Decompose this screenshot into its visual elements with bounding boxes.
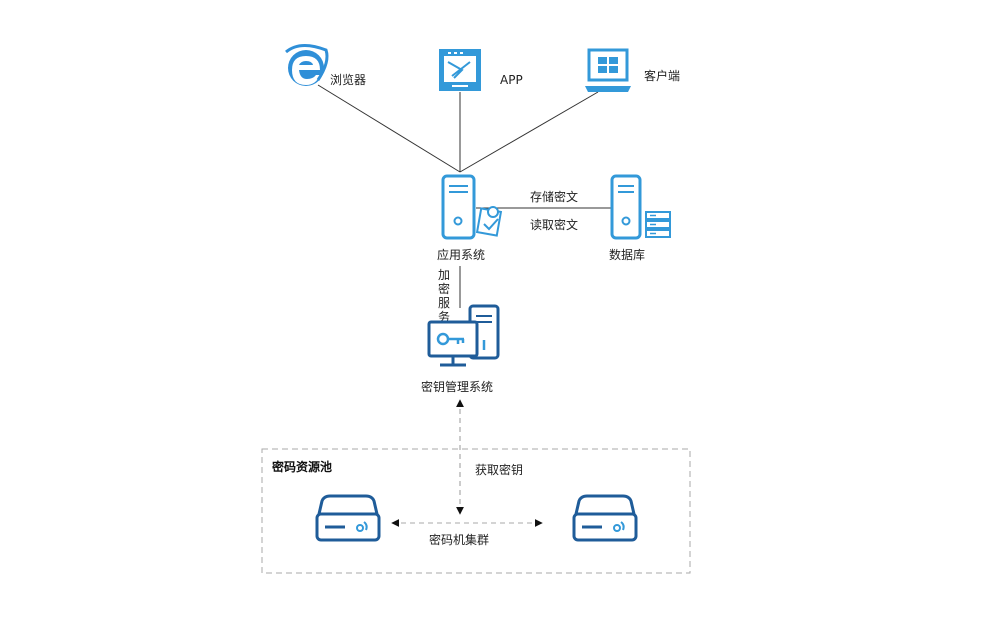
read-cipher-label: 读取密文 (530, 217, 578, 232)
desktop-windows-icon (585, 48, 631, 92)
client-label: 客户端 (644, 68, 680, 83)
pool-group-box (261, 448, 691, 574)
server-with-doc-icon (441, 174, 503, 240)
svg-text:服: 服 (438, 296, 450, 310)
hsm-cluster-label: 密码机集群 (429, 532, 489, 547)
hsm-device-icon (572, 494, 638, 542)
connector-browser-app-system (317, 84, 461, 173)
app-system-label: 应用系统 (437, 247, 485, 262)
key-management-pc-icon (427, 304, 500, 367)
database-label: 数据库 (609, 247, 645, 262)
store-cipher-label: 存储密文 (530, 189, 578, 204)
pool-group-label: 密码资源池 (272, 459, 332, 474)
app-label: APP (500, 73, 523, 87)
ie-browser-icon (285, 44, 329, 86)
app-window-icon (439, 49, 481, 91)
kms-label: 密钥管理系统 (421, 379, 493, 394)
browser-label: 浏览器 (330, 72, 366, 87)
encrypt-service-label: 加 密 服 务 (438, 268, 450, 324)
database-server-icon (610, 174, 671, 240)
svg-text:加: 加 (438, 268, 450, 282)
connector-client-app-system (459, 91, 599, 173)
svg-text:密: 密 (438, 281, 450, 296)
get-key-label: 获取密钥 (475, 462, 523, 477)
svg-text:务: 务 (438, 309, 450, 324)
hsm-device-icon (315, 494, 381, 542)
